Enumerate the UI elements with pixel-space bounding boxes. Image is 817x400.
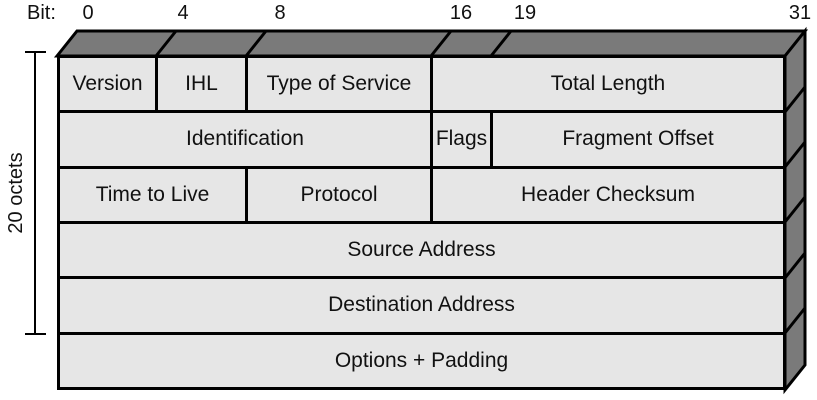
field-type-of-service: Type of Service [248,58,430,111]
field-time-to-live: Time to Live [60,168,245,221]
bit-8-tick-line [244,30,268,57]
octets-bracket [25,51,46,335]
right-side-face [783,26,807,395]
bit-4-tick-line [154,30,178,57]
field-fragment-offset: Fragment Offset [493,113,783,166]
field-total-length: Total Length [433,58,783,111]
field-options-padding: Options + Padding [60,334,783,387]
side-row-divider [783,307,807,334]
header-row-5: Destination Address [60,279,783,332]
header-row-3: Time to Live Protocol Header Checksum [60,168,783,221]
bit-tick-0: 0 [82,2,94,24]
side-row-divider [783,196,807,223]
bit-tick-16: 16 [449,2,473,24]
top-face [53,29,809,58]
header-row-1: Version IHL Type of Service Total Length [60,58,783,111]
bit-16-tick-line [429,30,453,57]
bit-tick-19: 19 [513,2,537,24]
bit-tick-8: 8 [274,2,286,24]
header-row-4: Source Address [60,223,783,277]
field-ihl: IHL [158,58,245,111]
field-protocol: Protocol [248,168,430,221]
bit-axis-title: Bit: [27,2,56,24]
field-flags: Flags [433,113,490,166]
octets-label: 20 octets [5,152,27,234]
header-row-2: Identification Flags Fragment Offset [60,113,783,166]
field-source-address: Source Address [60,223,783,277]
field-destination-address: Destination Address [60,279,783,332]
bit-tick-4: 4 [177,2,189,24]
header-row-6: Options + Padding [60,334,783,387]
field-version: Version [60,58,155,111]
bit-tick-31: 31 [788,2,812,24]
side-row-divider [783,252,807,279]
header-fields-grid: Version IHL Type of Service Total Length… [57,55,786,390]
field-identification: Identification [60,113,430,166]
side-row-divider [783,86,807,113]
field-header-checksum: Header Checksum [433,168,783,221]
bit-19-tick-line [489,30,513,57]
side-row-divider [783,141,807,168]
